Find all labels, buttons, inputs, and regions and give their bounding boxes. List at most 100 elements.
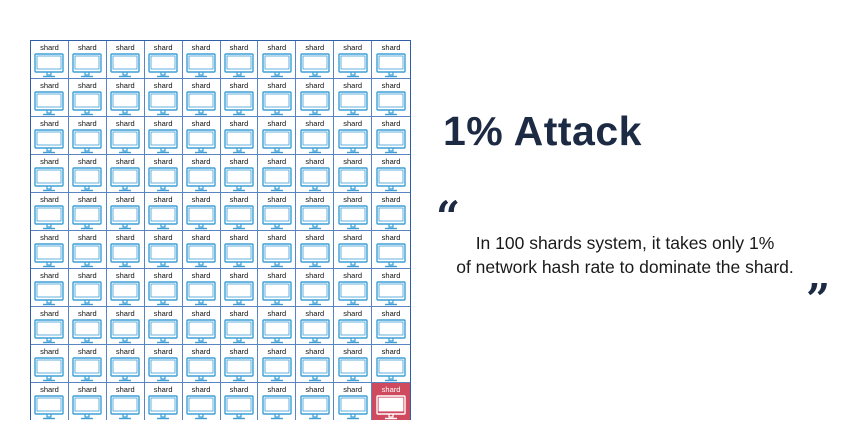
shard-cell: shard <box>296 117 335 155</box>
shard-label: shard <box>115 309 135 318</box>
shard-label: shard <box>305 195 325 204</box>
shard-cell: shard <box>258 383 297 420</box>
monitor-icon <box>148 319 178 344</box>
shard-cell: shard <box>296 345 335 383</box>
monitor-icon <box>337 395 368 420</box>
monitor-icon <box>337 357 368 382</box>
monitor-icon <box>300 129 330 154</box>
open-quote-mark: “ <box>436 192 461 241</box>
shard-label: shard <box>267 347 287 356</box>
shard-label: shard <box>229 81 249 90</box>
shard-cell: shard <box>296 79 335 117</box>
monitor-icon <box>34 395 65 420</box>
monitor-icon <box>148 243 178 268</box>
shard-cell: shard <box>144 117 183 155</box>
monitor-icon <box>148 53 178 78</box>
shard-label: shard <box>40 233 59 242</box>
monitor-icon <box>110 129 140 154</box>
shard-label: shard <box>115 195 135 204</box>
shard-label: shard <box>229 43 249 52</box>
shard-cell: shard <box>220 345 259 383</box>
shard-cell: shard <box>144 231 183 269</box>
shard-label: shard <box>153 119 173 128</box>
quote-text: In 100 shards system, it takes only 1% o… <box>440 231 810 279</box>
shard-cell: shard <box>258 155 297 193</box>
shard-cell: shard <box>68 41 107 79</box>
shard-label: shard <box>153 385 173 394</box>
monitor-icon <box>34 53 65 78</box>
shard-cell: shard <box>334 155 373 193</box>
shard-cell: shard <box>31 193 69 231</box>
shard-cell: shard <box>106 193 145 231</box>
shard-label: shard <box>267 195 287 204</box>
monitor-icon <box>186 91 216 116</box>
shard-cell: shard <box>296 383 335 420</box>
shard-label: shard <box>40 347 59 356</box>
shard-label: shard <box>40 157 59 166</box>
quote-line-1: In 100 shards system, it takes only 1% <box>475 233 775 253</box>
monitor-icon <box>300 53 330 78</box>
shard-label: shard <box>153 157 173 166</box>
shard-cell: shard <box>182 345 221 383</box>
monitor-icon <box>337 129 368 154</box>
shard-label: shard <box>305 81 325 90</box>
shard-label: shard <box>40 271 59 280</box>
shard-label: shard <box>343 233 363 242</box>
monitor-icon <box>148 167 178 192</box>
shard-cell: shard <box>31 307 69 345</box>
monitor-icon <box>34 167 65 192</box>
shard-cell: shard <box>258 345 297 383</box>
monitor-icon <box>300 319 330 344</box>
shard-label: shard <box>381 119 401 128</box>
monitor-icon <box>34 243 65 268</box>
shard-label: shard <box>343 271 363 280</box>
monitor-icon <box>300 357 330 382</box>
shard-label: shard <box>115 233 135 242</box>
shard-label: shard <box>381 157 401 166</box>
monitor-icon <box>72 319 103 344</box>
shard-label: shard <box>305 271 325 280</box>
shard-label: shard <box>191 385 211 394</box>
monitor-icon <box>72 395 103 420</box>
shard-label: shard <box>343 157 363 166</box>
shard-label: shard <box>229 233 249 242</box>
monitor-icon <box>224 129 254 154</box>
shard-cell: shard <box>144 41 183 79</box>
shard-label: shard <box>229 385 249 394</box>
monitor-icon <box>224 319 254 344</box>
shard-label: shard <box>191 271 211 280</box>
monitor-icon <box>34 205 65 230</box>
shard-label: shard <box>153 347 173 356</box>
monitor-icon <box>110 205 140 230</box>
shard-cell: shard <box>182 193 221 231</box>
monitor-icon <box>148 281 178 306</box>
shard-label: shard <box>381 347 401 356</box>
shard-label: shard <box>381 43 401 52</box>
shard-cell: shard <box>106 79 145 117</box>
shard-cell: shard <box>144 193 183 231</box>
monitor-icon <box>262 357 292 382</box>
shard-label: shard <box>115 271 135 280</box>
shard-label: shard <box>77 157 97 166</box>
monitor-icon <box>337 53 368 78</box>
monitor-icon <box>262 319 292 344</box>
shard-label: shard <box>267 233 287 242</box>
shard-cell: shard <box>68 193 107 231</box>
monitor-icon <box>376 319 406 344</box>
shard-label: shard <box>40 119 59 128</box>
shard-label: shard <box>343 385 363 394</box>
monitor-icon <box>224 357 254 382</box>
shard-label: shard <box>381 385 401 394</box>
shard-cell: shard <box>182 231 221 269</box>
shard-cell: shard <box>258 193 297 231</box>
shard-label: shard <box>229 157 249 166</box>
shard-label: shard <box>153 309 173 318</box>
monitor-icon <box>148 91 178 116</box>
shard-cell: shard <box>31 231 69 269</box>
shard-cell: shard <box>31 155 69 193</box>
shard-label: shard <box>153 233 173 242</box>
monitor-icon <box>186 357 216 382</box>
shard-cell: shard <box>31 79 69 117</box>
shard-label: shard <box>77 271 97 280</box>
